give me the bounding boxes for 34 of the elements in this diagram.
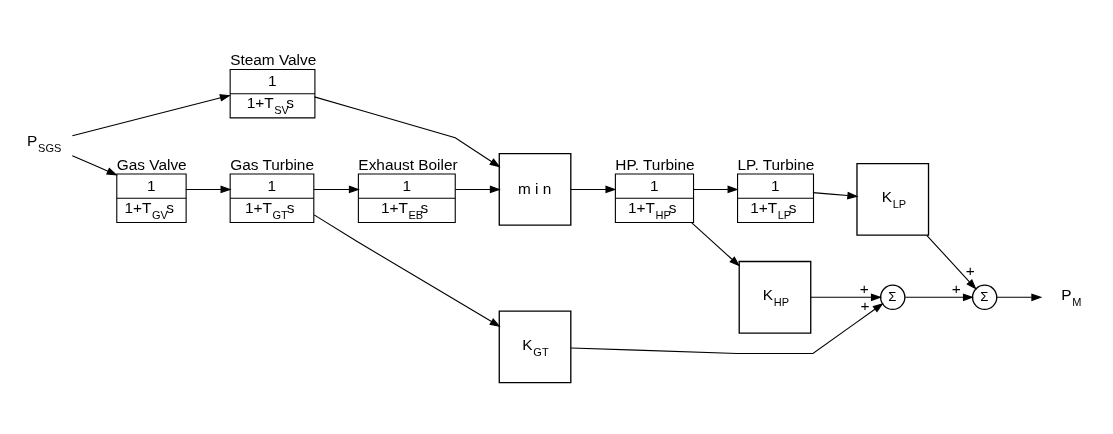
arrow [926,234,977,290]
edge-label: + [965,261,975,279]
node-box: m i n [498,152,572,226]
arrow [313,185,360,193]
node-text: P$_{SGS}$ [27,131,62,154]
node-label: LP. Turbine [737,155,815,173]
arrow [996,292,1043,301]
node-label: Steam Valve [230,50,317,68]
node-box: K$_{LP}$ [856,162,930,236]
arrow [71,93,231,136]
arrow [570,302,884,354]
edge-label: + [860,296,870,314]
arrow [692,185,739,193]
node-circle: Σ [880,284,906,310]
arrow [904,292,974,301]
arrow [185,185,232,193]
node-label: Gas Valve [116,155,187,173]
arrow [690,221,741,267]
arrow [570,185,617,193]
edge-label: + [951,279,961,297]
node-box: K$_{GT}$ [498,309,572,383]
node-label: Gas Turbine [230,155,314,173]
node-label: HP. Turbine [615,155,695,173]
arrow [455,185,501,193]
node-label: Exhaust Boiler [358,155,458,173]
node-box: K$_{HP}$ [738,260,812,334]
arrow [812,191,859,199]
node-text: P$_{M}$ [1061,285,1082,308]
edge-label: + [859,279,869,297]
arrow [313,95,501,167]
node-circle: Σ [971,284,998,310]
arrow [71,154,118,175]
arrow [313,213,501,327]
arrow [810,292,882,301]
